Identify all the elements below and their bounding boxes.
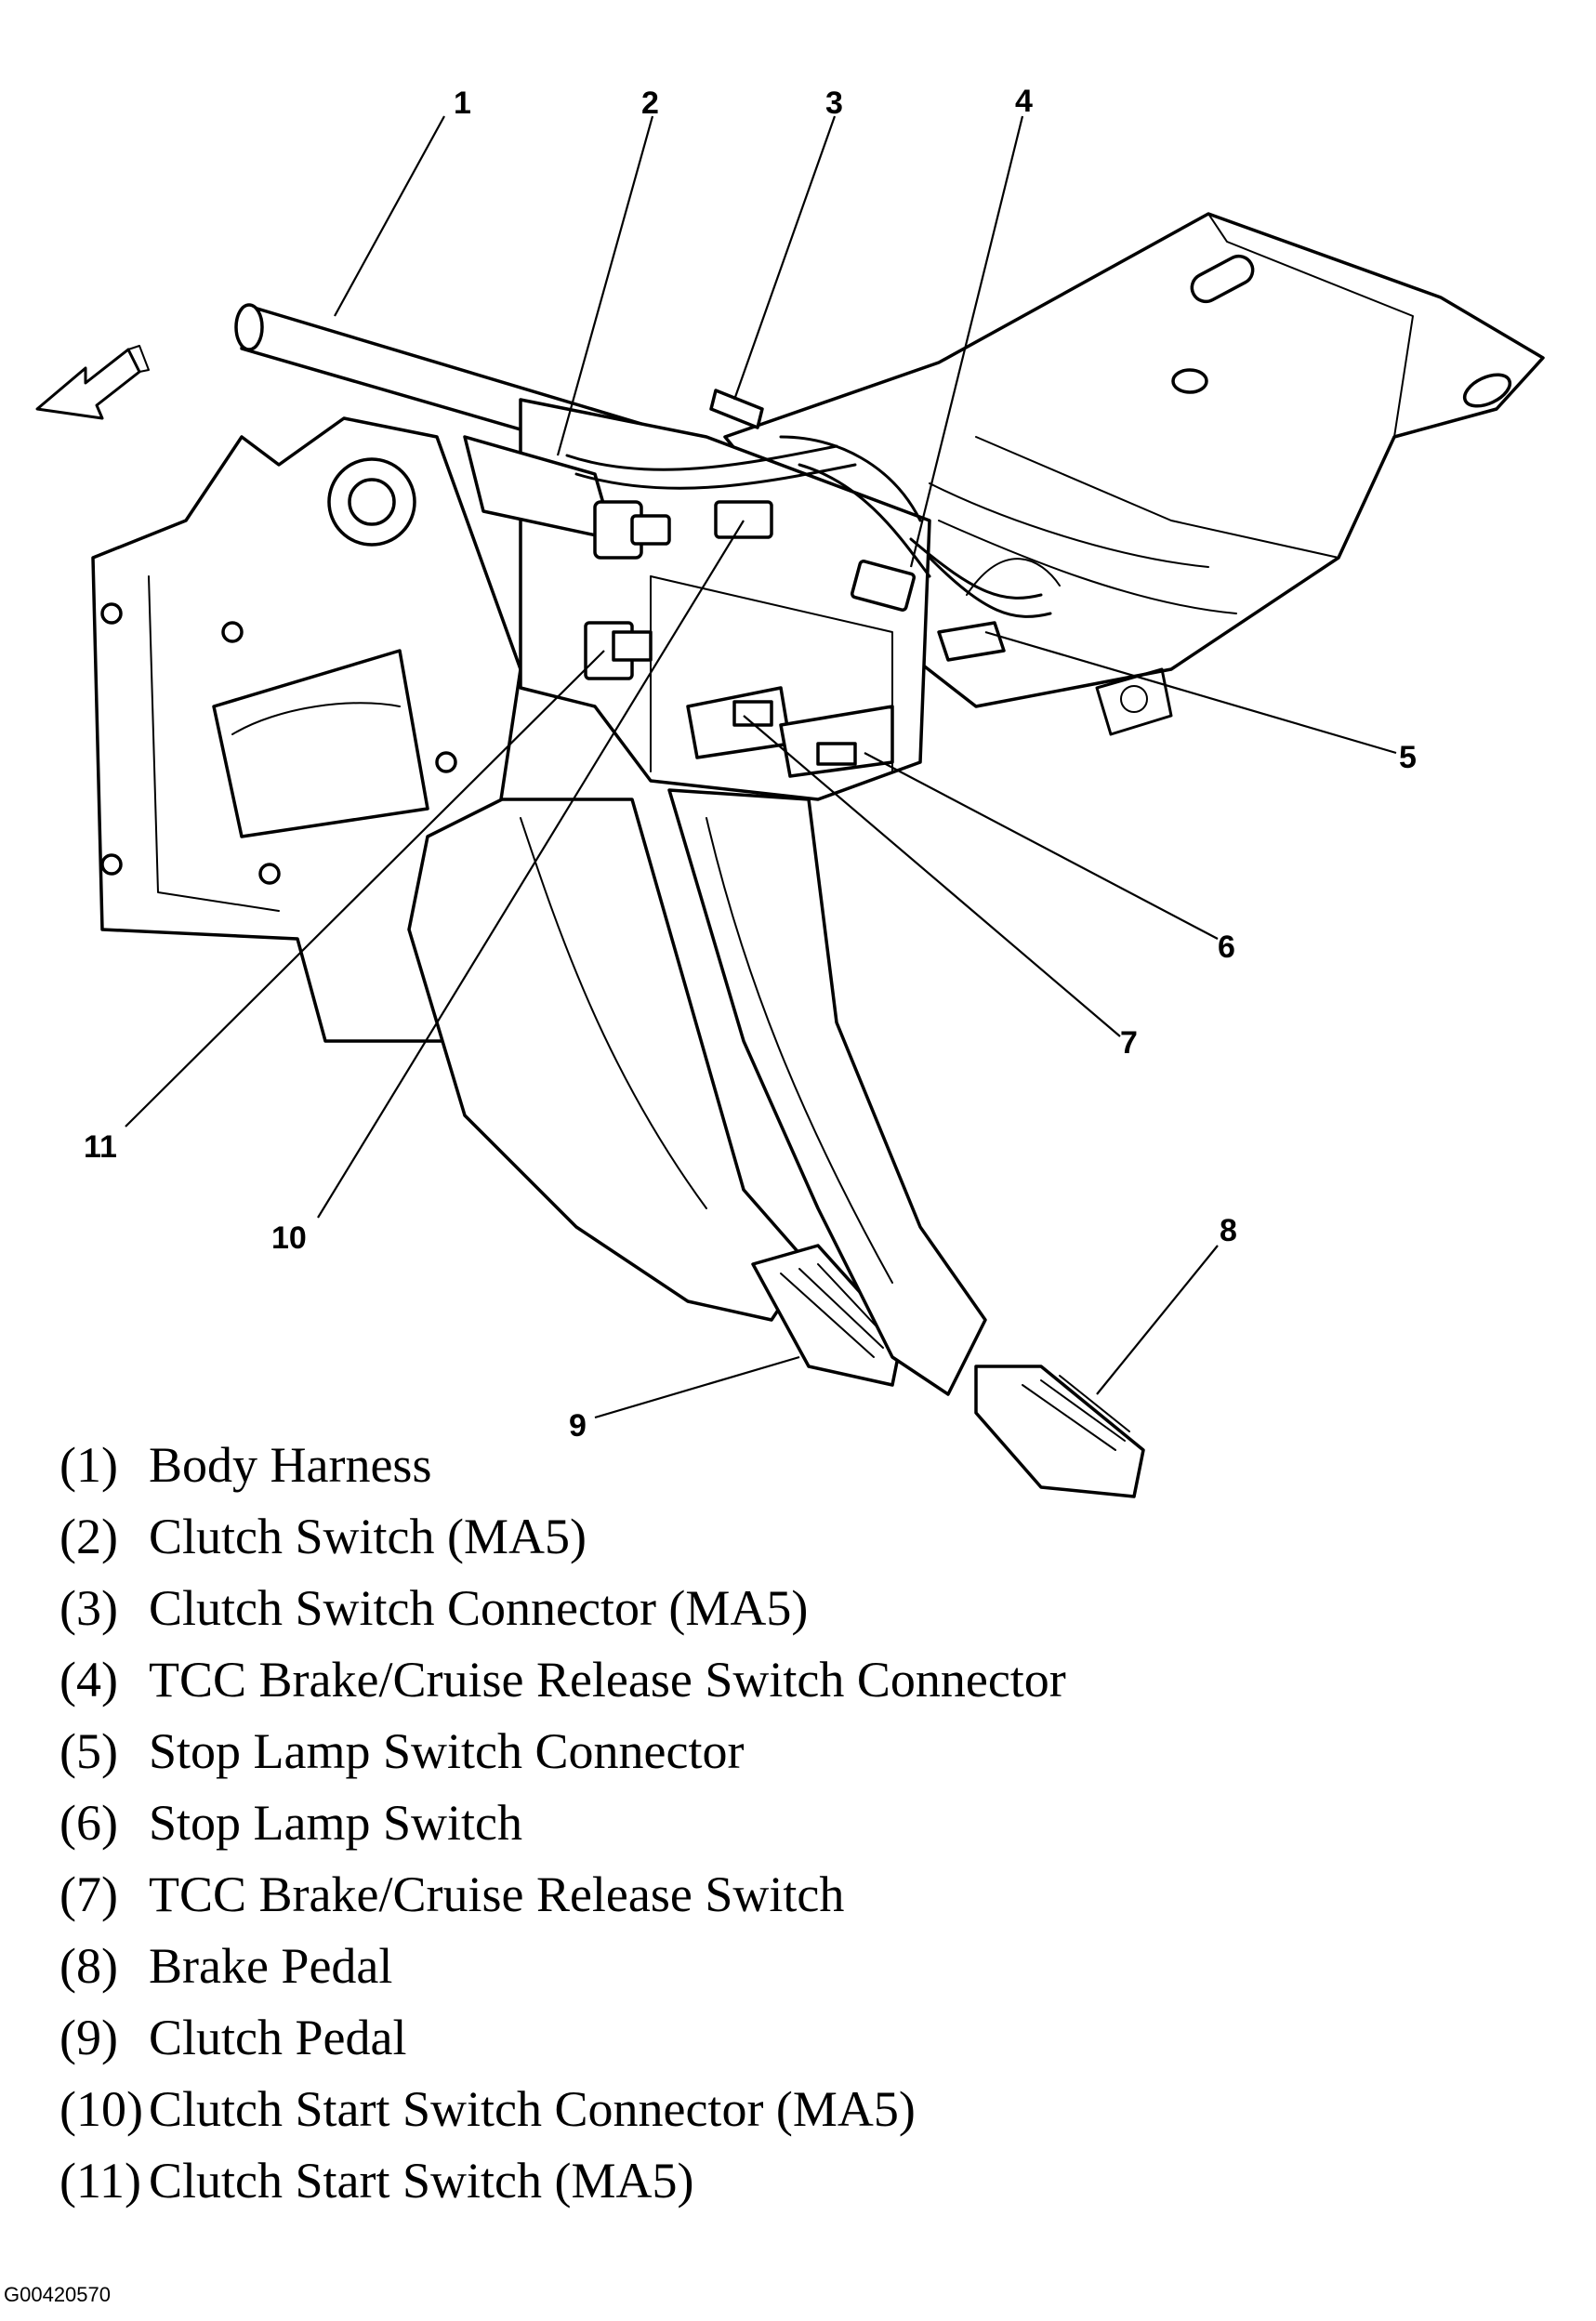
legend-number: (2) xyxy=(59,1509,118,1564)
leader-lines xyxy=(125,115,1397,1419)
callout-2: 2 xyxy=(641,86,659,121)
callout-5: 5 xyxy=(1399,740,1417,775)
legend-number: (11) xyxy=(59,2153,141,2209)
legend-label: Clutch Start Switch (MA5) xyxy=(149,2153,694,2209)
legend-item: (7) TCC Brake/Cruise Release Switch xyxy=(59,1859,1454,1931)
legend-label: TCC Brake/Cruise Release Switch Connecto… xyxy=(149,1652,1066,1708)
callout-10: 10 xyxy=(271,1220,307,1256)
callout-11: 11 xyxy=(84,1129,117,1165)
clutch-switch xyxy=(463,435,671,560)
legend-number: (8) xyxy=(59,1938,118,1994)
leader-line-8 xyxy=(1096,1245,1219,1395)
legend-label: Body Harness xyxy=(149,1437,432,1493)
legend-number: (6) xyxy=(59,1795,118,1851)
legend-label: Clutch Pedal xyxy=(149,2010,407,2065)
forward-arrow-icon xyxy=(35,345,150,420)
legend-number: (5) xyxy=(59,1723,118,1779)
leader-line-1 xyxy=(334,115,445,317)
dash-bracket xyxy=(723,212,1545,736)
legend-item: (8) Brake Pedal xyxy=(59,1931,1454,2002)
legend-item: (11)Clutch Start Switch (MA5) xyxy=(59,2145,1454,2217)
legend-item: (2) Clutch Switch (MA5) xyxy=(59,1501,1454,1573)
legend-label: Clutch Start Switch Connector (MA5) xyxy=(149,2081,916,2137)
callout-8: 8 xyxy=(1220,1213,1237,1248)
callout-3: 3 xyxy=(825,86,843,121)
pedal-assembly-diagram: 1 2 3 4 5 6 7 8 9 10 11 xyxy=(35,84,1545,1498)
leader-line-6 xyxy=(864,752,1219,940)
legend-label: Stop Lamp Switch xyxy=(149,1795,522,1851)
callout-7: 7 xyxy=(1120,1025,1138,1061)
legend-item: (6) Stop Lamp Switch xyxy=(59,1787,1454,1859)
legend-number: (7) xyxy=(59,1866,118,1922)
legend-label: Stop Lamp Switch Connector xyxy=(149,1723,745,1779)
callout-1: 1 xyxy=(454,86,471,121)
legend-item: (3) Clutch Switch Connector (MA5) xyxy=(59,1573,1454,1644)
legend-item: (4) TCC Brake/Cruise Release Switch Conne… xyxy=(59,1644,1454,1716)
legend-number: (10) xyxy=(59,2081,143,2137)
legend-item: (9) Clutch Pedal xyxy=(59,2002,1454,2074)
legend-label: TCC Brake/Cruise Release Switch xyxy=(149,1866,845,1922)
clutch-start-switch xyxy=(584,621,653,680)
legend-item: (1) Body Harness xyxy=(59,1430,1454,1501)
leader-line-10 xyxy=(317,520,745,1219)
legend-label: Clutch Switch (MA5) xyxy=(149,1509,587,1564)
legend-item: (10)Clutch Start Switch Connector (MA5) xyxy=(59,2074,1454,2145)
tcc-brake-cruise-release-switch xyxy=(686,686,792,759)
leader-line-5 xyxy=(984,630,1397,755)
brake-pedal xyxy=(667,788,1145,1498)
callout-6: 6 xyxy=(1218,930,1235,965)
legend-label: Clutch Switch Connector (MA5) xyxy=(149,1580,809,1636)
legend-label: Brake Pedal xyxy=(149,1938,393,1994)
legend-number: (4) xyxy=(59,1652,118,1708)
figure-id: G00420570 xyxy=(4,2283,111,2306)
leader-line-11 xyxy=(125,650,605,1128)
leader-line-9 xyxy=(594,1355,800,1419)
parts-legend: (1) Body Harness (2) Clutch Switch (MA5) (… xyxy=(59,1430,1454,2217)
wiring-harness xyxy=(565,435,1061,618)
callout-9: 9 xyxy=(569,1408,587,1444)
callout-4: 4 xyxy=(1015,84,1033,119)
leader-line-3 xyxy=(732,115,837,401)
leader-line-4 xyxy=(909,115,1024,568)
legend-number: (3) xyxy=(59,1580,118,1636)
leader-line-7 xyxy=(743,715,1121,1037)
clutch-pedal xyxy=(407,798,904,1387)
legend-number: (9) xyxy=(59,2010,118,2065)
clutch-switch-connector xyxy=(709,389,764,429)
leader-line-2 xyxy=(556,115,654,456)
tcc-switch-connector xyxy=(850,560,917,612)
legend-item: (5) Stop Lamp Switch Connector xyxy=(59,1716,1454,1787)
clutch-start-switch-connector xyxy=(714,500,773,539)
legend-number: (1) xyxy=(59,1437,118,1493)
pedal-bracket-left xyxy=(91,416,522,1043)
stop-lamp-switch xyxy=(779,705,894,778)
callout-numbers: 1 2 3 4 5 6 7 8 9 10 11 xyxy=(84,84,1417,1444)
